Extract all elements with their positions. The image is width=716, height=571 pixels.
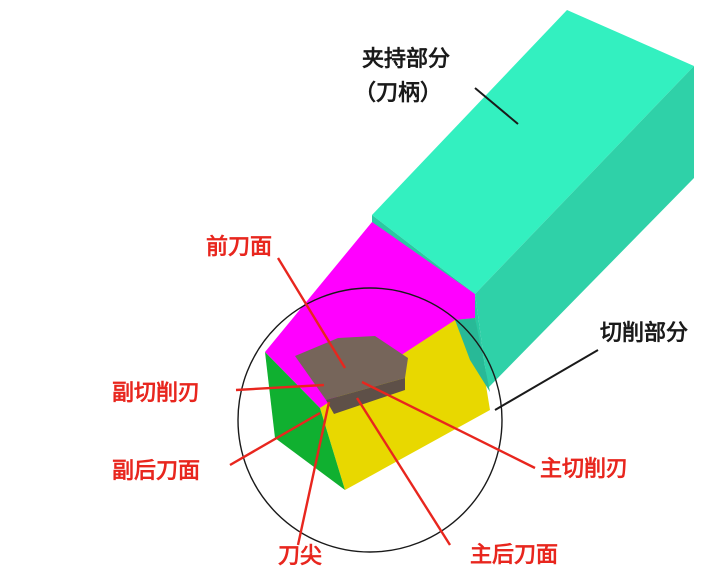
- major-cutting-edge-label: 主切削刃: [540, 457, 628, 482]
- clamping-leader-line: [474, 87, 519, 125]
- shank-lower-face: [455, 318, 490, 392]
- shank-top-face: [372, 10, 694, 294]
- shank-side-face: [475, 66, 694, 388]
- tool-tip-label: 刀尖: [278, 544, 322, 569]
- insert-side: [326, 378, 405, 414]
- rake-face-label: 前刀面: [206, 234, 272, 260]
- minor-cutting-edge-label: 副切削刃: [112, 381, 200, 406]
- cutting-part-leader-line: [494, 349, 599, 411]
- tool-shank-label: （刀柄）: [354, 81, 442, 106]
- major-edge-leader-line: [361, 380, 536, 470]
- major-flank-leader-line: [355, 397, 452, 546]
- cutting-part-label: 切削部分: [600, 320, 688, 346]
- minor-flank-leader-line: [229, 411, 321, 467]
- rake-face-leader-line: [276, 257, 347, 369]
- major-flank-label: 主后刀面: [470, 543, 558, 568]
- tool-tip-leader-line: [296, 401, 331, 546]
- minor-edge-leader-line: [235, 383, 325, 392]
- minor-flank-label: 副后刀面: [112, 459, 200, 484]
- cutting-part-circle: [237, 287, 503, 553]
- clamping-part-label: 夹持部分: [362, 46, 450, 72]
